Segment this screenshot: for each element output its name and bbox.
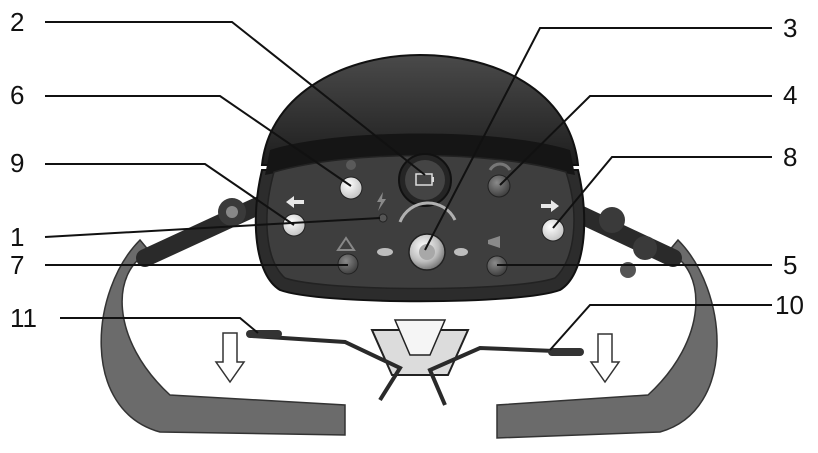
callout-5: 5: [783, 250, 797, 280]
callout-1: 1: [10, 222, 24, 252]
beacon-icon: [488, 162, 512, 171]
left-grip: [100, 238, 346, 436]
leader-line-8: [552, 156, 772, 229]
callout-7: 7: [10, 250, 24, 280]
down-arrow-icon: [214, 332, 246, 384]
down-arrow-icon: [589, 333, 621, 384]
leader-line-3: [424, 27, 772, 251]
leader-line-9: [45, 163, 295, 226]
speed-knob-icon[interactable]: [398, 201, 457, 271]
turtle-icon: [377, 248, 393, 256]
hare-icon: [454, 248, 468, 256]
callout-10: 10: [775, 290, 804, 320]
callout-11: 11: [10, 303, 37, 333]
battery-gauge-icon: [398, 153, 452, 207]
right-arrow-icon: [541, 200, 559, 212]
console-housing: [254, 53, 586, 303]
callout-2: 2: [10, 7, 24, 37]
callout-6: 6: [10, 80, 24, 110]
callout-8: 8: [783, 142, 797, 172]
throttle-lever-left[interactable]: [246, 330, 403, 402]
charge-indicator-light: [378, 213, 388, 223]
lightning-icon: [377, 192, 386, 211]
horn-icon: [488, 236, 500, 248]
callout-4: 4: [783, 80, 797, 110]
leader-line-6: [45, 95, 352, 187]
right-grip: [496, 238, 718, 439]
leader-line-1: [44, 217, 381, 238]
right-indicator-button[interactable]: [541, 218, 565, 242]
throttle-lever-right[interactable]: [427, 345, 584, 406]
callout-9: 9: [10, 148, 24, 178]
hazard-icon: [336, 236, 356, 251]
tiller-column: [370, 319, 470, 376]
right-adjust-knob: [599, 207, 657, 278]
left-arrow-icon: [286, 196, 304, 208]
callout-labels: 2 3 6 4 9 8 1 7 5 10 11: [10, 7, 804, 333]
leader-line-2: [45, 21, 426, 176]
leader-line-10: [549, 304, 772, 351]
left-adjust-knob: [218, 198, 246, 226]
leader-lines: [44, 21, 772, 351]
callout-3: 3: [783, 13, 797, 43]
leader-line-11: [60, 317, 259, 334]
lights-icon: [346, 160, 356, 170]
leader-line-4: [499, 95, 772, 186]
